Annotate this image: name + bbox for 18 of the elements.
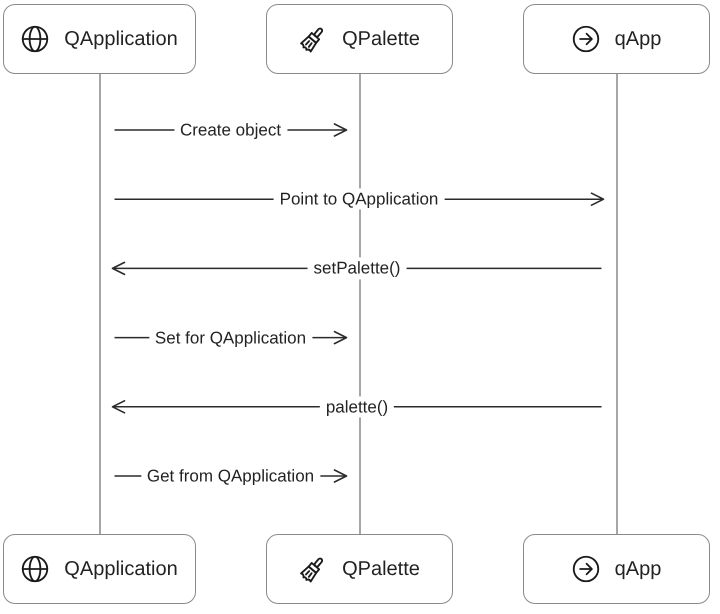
participant-label: QApplication [64, 27, 178, 51]
edge-label: Point to QApplication [274, 188, 444, 210]
lifeline [98, 74, 100, 534]
participant-box [523, 534, 710, 604]
participant-box [523, 4, 710, 74]
lifeline [358, 74, 360, 534]
participant-label: QApplication [64, 557, 178, 581]
participant-label: QPalette [342, 27, 420, 51]
participant-box [266, 534, 453, 604]
participant-label: qApp [614, 557, 662, 581]
participant-box [266, 4, 453, 74]
edge-label: palette() [320, 396, 394, 418]
participant-box [3, 534, 196, 604]
edge-label: setPalette() [308, 258, 406, 280]
lifeline [616, 74, 618, 534]
participant-label: qApp [614, 27, 662, 51]
participant-label: QPalette [342, 557, 420, 581]
participant-box [3, 4, 196, 74]
